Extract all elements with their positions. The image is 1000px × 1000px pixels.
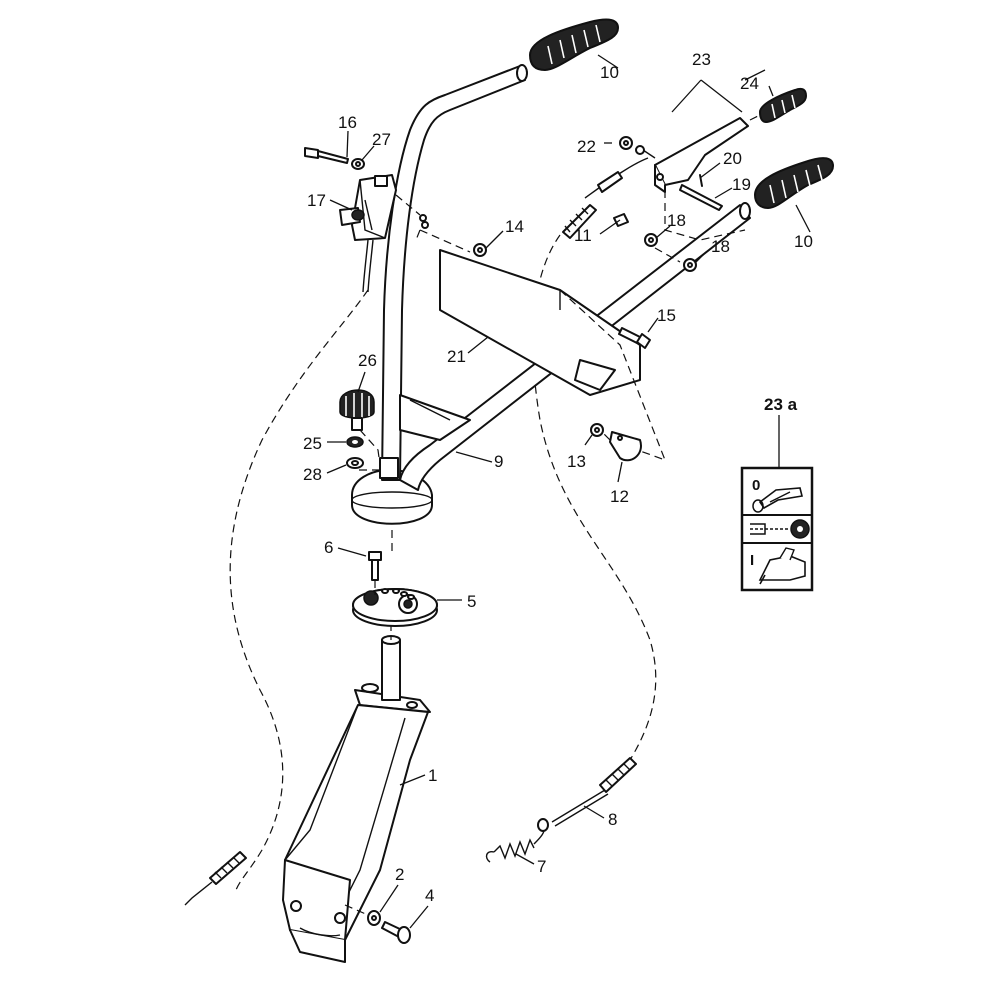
callout-19: 19 xyxy=(732,175,751,194)
bolt-4-part xyxy=(381,921,411,944)
callout-23: 23 xyxy=(692,50,711,69)
lever-guide-dash xyxy=(654,190,746,263)
panel-plate-part xyxy=(399,249,641,441)
leader-lines xyxy=(326,54,811,929)
pin-part xyxy=(368,551,382,595)
callout-18-lower: 18 xyxy=(711,237,730,256)
callout-18-upper: 18 xyxy=(667,211,686,230)
callout-6: 6 xyxy=(324,538,333,557)
callout-20: 20 xyxy=(723,149,742,168)
index-plate-part xyxy=(352,588,438,627)
nut-14-part xyxy=(473,243,487,257)
bolt-15-part xyxy=(618,327,651,349)
callout-8: 8 xyxy=(608,810,617,829)
washer-27-part xyxy=(351,158,365,170)
spring-7-part xyxy=(485,818,549,863)
callout-28: 28 xyxy=(303,465,322,484)
cable-route-left xyxy=(229,289,369,891)
nut-18-upper-part xyxy=(644,233,658,247)
callout-11: 11 xyxy=(574,226,592,245)
nut-13-part xyxy=(590,423,604,437)
washer-2-part xyxy=(367,910,381,926)
washer-28-part xyxy=(346,457,364,469)
callout-10-left: 10 xyxy=(600,63,619,82)
callout-2: 2 xyxy=(395,865,404,884)
cable-end-lower-left xyxy=(184,851,247,906)
callout-14: 14 xyxy=(505,217,524,236)
lower-column-part xyxy=(282,683,431,963)
knob-26-part xyxy=(339,389,375,431)
callout-labels: 10 10 23 24 22 20 19 11 18 18 14 15 21 9… xyxy=(303,50,813,905)
cable-adjuster-upper xyxy=(562,145,656,239)
callout-22: 22 xyxy=(577,137,596,156)
callout-25: 25 xyxy=(303,434,322,453)
knob-guide-dash xyxy=(359,429,381,466)
cam-12-part xyxy=(609,431,642,462)
nut-18-lower-part xyxy=(683,258,697,272)
callout-13: 13 xyxy=(567,452,586,471)
grip-left-part xyxy=(528,18,620,72)
decal-23a: 0 I xyxy=(740,466,814,592)
screw-11-part xyxy=(613,213,629,227)
lever-bracket-17-part xyxy=(339,174,421,293)
callout-15: 15 xyxy=(657,306,676,325)
callout-10-right: 10 xyxy=(794,232,813,251)
callout-27: 27 xyxy=(372,130,391,149)
callout-1: 1 xyxy=(428,766,437,785)
decal-on-symbol: I xyxy=(750,552,754,569)
bolt-guide-dash xyxy=(344,904,369,916)
clutch-lever-part xyxy=(654,114,761,193)
callout-26: 26 xyxy=(358,351,377,370)
callout-23a: 23 a xyxy=(764,395,798,414)
bolt-16-part xyxy=(304,147,349,164)
cable-nut-part xyxy=(619,136,633,150)
decal-off-symbol: 0 xyxy=(752,477,760,494)
callout-16: 16 xyxy=(338,113,357,132)
lever-grip-part xyxy=(758,87,808,124)
callout-7: 7 xyxy=(537,857,546,876)
callout-9: 9 xyxy=(494,452,503,471)
callout-4: 4 xyxy=(425,886,434,905)
column-shaft xyxy=(381,610,401,701)
callout-24: 24 xyxy=(740,74,759,93)
callout-12: 12 xyxy=(610,487,629,506)
callout-21: 21 xyxy=(447,347,466,366)
lever-pin-part xyxy=(679,174,723,211)
cable-8-part xyxy=(551,757,637,827)
grip-right-part xyxy=(753,157,835,210)
washer-25-part xyxy=(346,436,364,448)
callout-17: 17 xyxy=(307,191,326,210)
callout-5: 5 xyxy=(467,592,476,611)
